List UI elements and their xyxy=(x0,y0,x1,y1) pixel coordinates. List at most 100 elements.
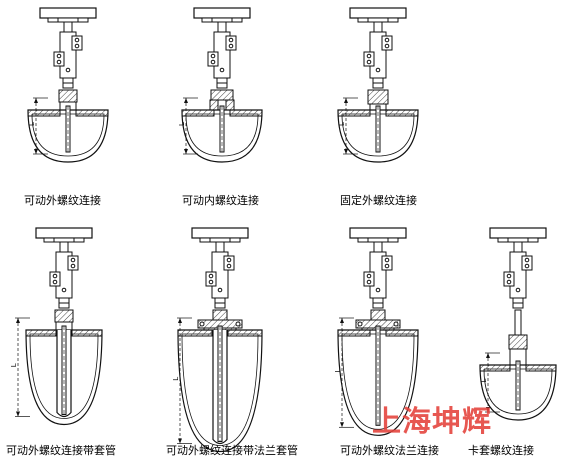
vessel-inner-wall xyxy=(181,333,259,446)
neck xyxy=(513,241,523,253)
bolt xyxy=(226,257,232,263)
thread-fitting xyxy=(370,309,386,321)
neck xyxy=(373,241,383,253)
compression-fitting xyxy=(508,334,528,350)
neck xyxy=(59,241,69,253)
bolt xyxy=(56,59,62,65)
bolt xyxy=(384,263,390,269)
dimension-label: L xyxy=(178,122,186,126)
clamp-upper xyxy=(381,255,393,271)
terminal-box xyxy=(35,227,93,239)
bolt xyxy=(217,287,223,293)
terminal-box xyxy=(349,7,407,19)
bolt xyxy=(375,287,381,293)
clamp-lower xyxy=(205,271,217,287)
neck xyxy=(373,21,383,33)
vessel-wall-right xyxy=(385,109,419,117)
vessel-inner-wall xyxy=(483,368,553,415)
bolt xyxy=(208,273,214,279)
caption-fixed-external-thread: 固定外螺纹连接 xyxy=(340,194,417,207)
vessel-wall-left xyxy=(337,329,371,337)
clamp-upper xyxy=(225,35,237,51)
terminal-box xyxy=(193,7,251,19)
vessel-inner-wall xyxy=(31,113,105,157)
bolt xyxy=(524,257,530,263)
bolt xyxy=(70,257,76,263)
bolt xyxy=(52,273,58,279)
dimension-label: L xyxy=(10,363,18,367)
figure-1: L xyxy=(27,7,109,163)
bolt xyxy=(70,263,76,269)
vessel-inner-wall xyxy=(341,113,415,157)
bolt xyxy=(506,273,512,279)
vessel-wall-right xyxy=(75,109,109,117)
bolt xyxy=(74,37,80,43)
bolt xyxy=(366,53,372,59)
bolt xyxy=(228,37,234,43)
terminal-box-base xyxy=(357,237,399,243)
caption-movable-external-thread: 可动外螺纹连接 xyxy=(24,194,101,207)
bolt xyxy=(384,37,390,43)
bolt xyxy=(515,287,521,293)
terminal-box-base xyxy=(47,17,89,23)
caption-external-thread-flange: 可动外螺纹法兰连接 xyxy=(340,444,439,457)
thread-fitting xyxy=(212,309,228,321)
clamp-lower xyxy=(363,271,375,287)
bolt xyxy=(384,257,390,263)
terminal-box-base xyxy=(497,237,539,243)
bolt xyxy=(210,53,216,59)
bolt xyxy=(219,67,225,73)
vessel-wall-left xyxy=(25,329,57,337)
bolt xyxy=(506,279,512,285)
watermark-logo: 上海坤辉 xyxy=(372,404,493,438)
figure-7: L xyxy=(479,227,557,421)
caption-compression-fitting: 卡套螺纹连接 xyxy=(468,444,534,457)
caption-external-thread-flange-sleeve: 可动外螺纹连接带法兰套管 xyxy=(166,444,298,457)
vessel-inner-wall xyxy=(341,333,415,430)
bolt xyxy=(366,273,372,279)
vessel-wall-left xyxy=(27,109,61,117)
clamp-lower xyxy=(503,271,515,287)
terminal-box-base xyxy=(357,17,399,23)
fixed-thread-fitting xyxy=(367,89,389,105)
vessel-wall-right xyxy=(385,329,419,337)
vessel-wall-left xyxy=(177,329,213,337)
bolt xyxy=(375,67,381,73)
clamp-upper xyxy=(223,255,235,271)
clamp-lower xyxy=(363,51,375,67)
figure-3: L xyxy=(337,7,419,163)
bolt xyxy=(65,67,71,73)
bolt xyxy=(226,263,232,269)
flange-bolt xyxy=(199,321,205,327)
bolt xyxy=(228,43,234,49)
bolt xyxy=(52,279,58,285)
terminal-box-base xyxy=(199,237,241,243)
bolt xyxy=(210,59,216,65)
dimension-label: L xyxy=(28,122,36,126)
internal-thread-fitting xyxy=(210,89,234,101)
figure-4: L xyxy=(10,227,103,426)
neck xyxy=(217,21,227,33)
vessel-inner-wall xyxy=(185,113,259,157)
figure-6: L xyxy=(334,227,419,436)
bolt xyxy=(56,53,62,59)
bolt xyxy=(384,43,390,49)
figure-2: L xyxy=(178,7,263,163)
clamp-upper xyxy=(521,255,533,271)
vessel-wall-right xyxy=(227,329,263,337)
flange-bolt xyxy=(357,321,363,327)
long-neck xyxy=(514,309,522,336)
dimension-label: L xyxy=(172,377,180,381)
bolt xyxy=(208,279,214,285)
figure-5: L xyxy=(172,227,263,453)
vessel-wall-right xyxy=(229,109,263,117)
dimension-label: L xyxy=(338,122,346,126)
clamp-upper xyxy=(71,35,83,51)
clamp-lower xyxy=(49,271,61,287)
vessel-wall-right xyxy=(525,364,557,372)
clamp-upper xyxy=(67,255,79,271)
clamp-lower xyxy=(207,51,219,67)
dimension-label: L xyxy=(334,369,342,373)
terminal-box xyxy=(191,227,249,239)
